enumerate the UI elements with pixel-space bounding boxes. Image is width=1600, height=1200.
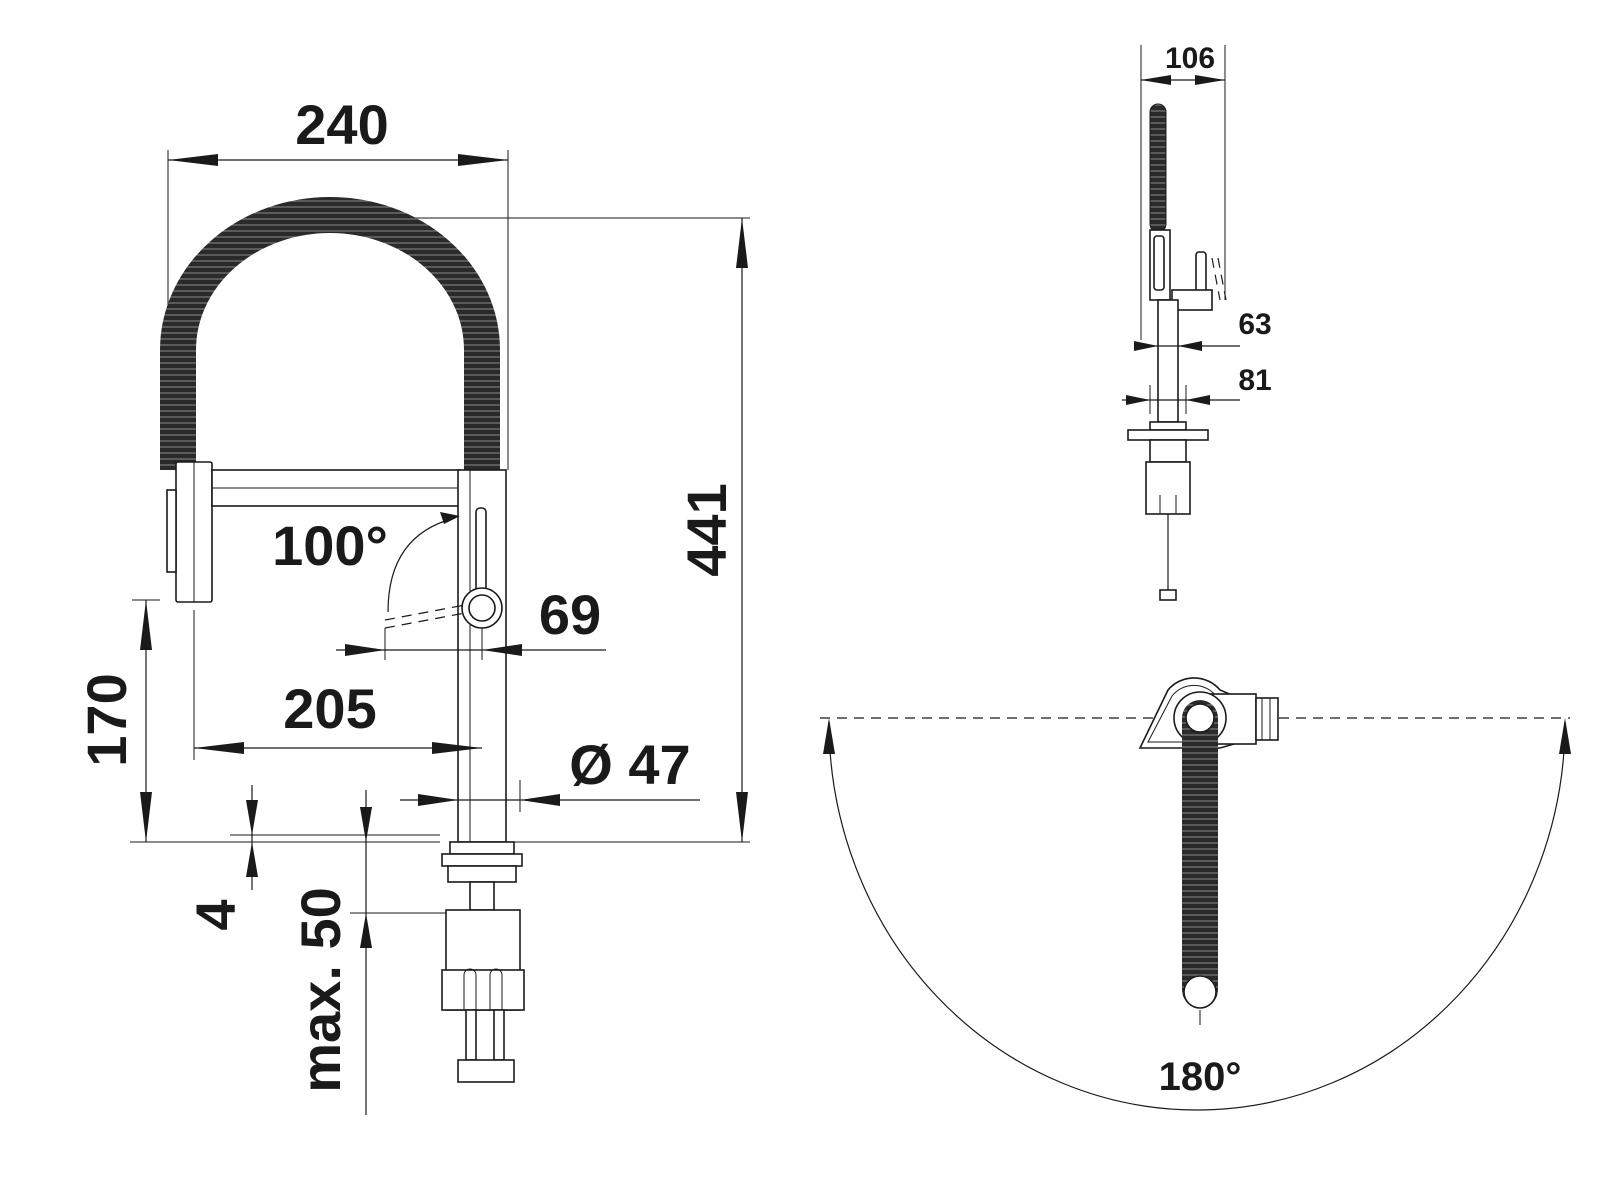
dim-handle-width: 63 [1238,308,1271,341]
dim-body-diameter: Ø 47 [569,733,690,796]
front-hose [1149,103,1167,233]
dim-spout-reach: 205 [283,677,376,740]
top-view: 180° [820,677,1571,1111]
dim-width: 240 [295,93,388,156]
side-view: 240 441 100° 69 205 170 Ø 47 [75,93,750,1115]
handle-lever [475,507,487,593]
dim-height: 441 [675,483,738,576]
spray-hose [160,197,500,470]
dim-handle-angle: 100° [272,514,388,577]
dim-base-width: 81 [1238,364,1271,397]
dim-deck-thickness: 4 [184,899,247,930]
dim-spout-clearance: 170 [75,673,138,766]
front-view: 106 63 81 [1122,42,1272,601]
dim-front-width: 106 [1165,42,1215,75]
dim-handle-offset: 69 [539,583,601,646]
dim-swivel-angle: 180° [1159,1055,1242,1099]
swivel-arc [828,721,1566,1111]
dim-max-deck: max. 50 [289,887,352,1093]
